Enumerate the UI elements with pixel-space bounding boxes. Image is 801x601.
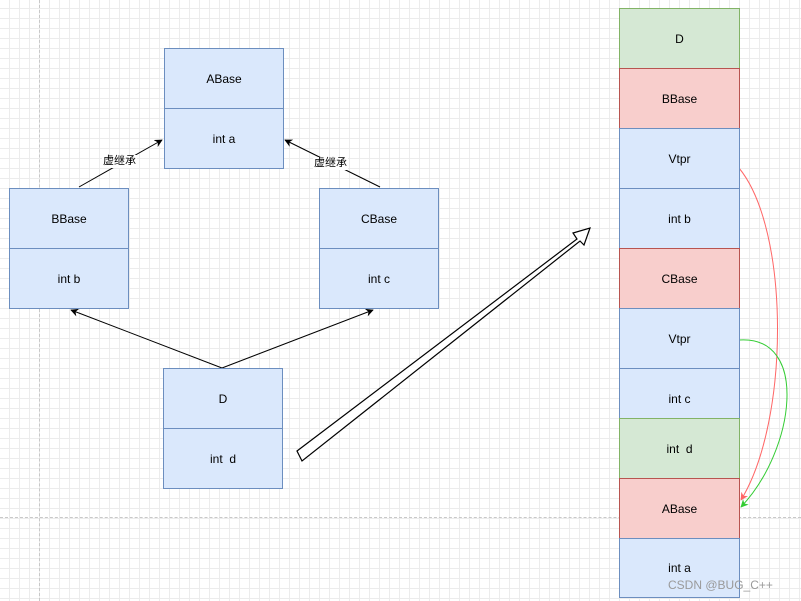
watermark-text: CSDN @BUG_C++	[668, 578, 773, 592]
edge-d-to-bbase[interactable]	[70, 308, 223, 369]
class-bbase-name: BBase	[9, 188, 129, 249]
class-cbase-name: CBase	[319, 188, 439, 249]
memory-cell-int-b[interactable]: int b	[619, 188, 740, 249]
memory-cell-cbase[interactable]: CBase	[619, 248, 740, 309]
class-abase-member: int a	[164, 108, 284, 169]
class-abase-name: ABase	[164, 48, 284, 109]
edge-d-to-cbase[interactable]	[221, 308, 374, 369]
memory-cell-vptr-b[interactable]: Vtpr	[619, 128, 740, 189]
class-d-member: int d	[163, 428, 283, 489]
edge-label-c-virtual: 虚继承	[313, 157, 348, 170]
class-d-name: D	[163, 368, 283, 429]
edge-label-b-virtual: 虚继承	[102, 155, 137, 168]
memory-cell-d[interactable]: D	[619, 8, 740, 69]
memory-cell-int-d[interactable]: int d	[619, 418, 740, 479]
class-cbase-member: int c	[319, 248, 439, 309]
memory-cell-bbase[interactable]: BBase	[619, 68, 740, 129]
class-bbase-member: int b	[9, 248, 129, 309]
memory-cell-int-a[interactable]: int a	[619, 538, 740, 598]
memory-cell-vptr-c[interactable]: Vtpr	[619, 308, 740, 369]
vptr-c-to-abase-arrow[interactable]	[738, 339, 788, 508]
memory-cell-abase[interactable]: ABase	[619, 478, 740, 539]
horizontal-guide-line	[0, 517, 801, 518]
vptr-b-to-abase-arrow[interactable]	[738, 167, 778, 501]
